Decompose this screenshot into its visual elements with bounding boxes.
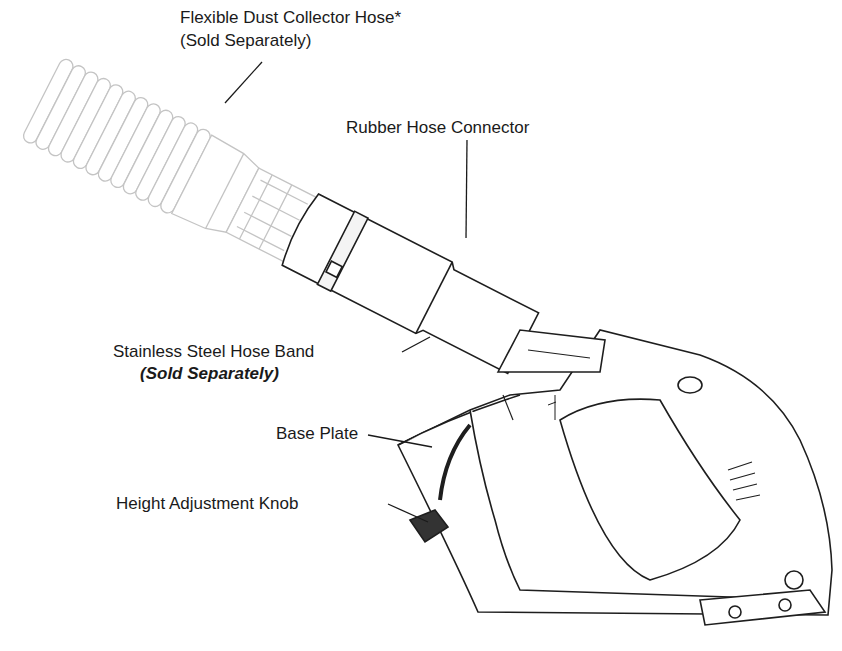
part-label: Flexible Dust Collector Hose* (180, 8, 401, 28)
shroud-body (398, 330, 832, 625)
rubber-hose-connector (278, 191, 542, 379)
part-label: Stainless Steel Hose Band (113, 342, 314, 362)
part-label: Base Plate (276, 424, 358, 444)
note-label: (Sold Separately) (140, 364, 279, 384)
part-label: Height Adjustment Knob (116, 494, 298, 514)
part-label: Rubber Hose Connector (346, 118, 529, 138)
flexible-hose (21, 57, 326, 273)
note-label: (Sold Separately) (180, 31, 311, 51)
